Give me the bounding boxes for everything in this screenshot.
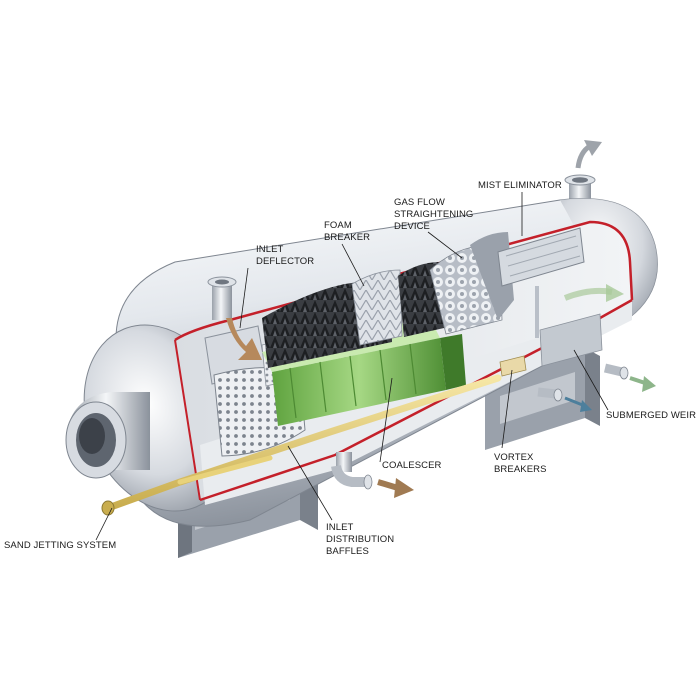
label-gas-flow-line1: GAS FLOW: [394, 197, 445, 208]
label-coalescer: COALESCER: [382, 460, 442, 471]
label-gas-flow-line2: STRAIGHTENING: [394, 209, 473, 220]
label-vortex-line1: VORTEX: [494, 452, 534, 463]
water-outlet-nozzle-2: [605, 367, 656, 392]
label-submerged-weir-text: SUBMERGED WEIR: [606, 410, 696, 421]
label-inlet-baffles-line3: BAFFLES: [326, 546, 369, 557]
label-inlet-distribution-baffles: INLET DISTRIBUTION BAFFLES: [326, 522, 394, 557]
label-foam-line2: BREAKER: [324, 232, 370, 243]
label-foam-breaker: FOAM BREAKER: [324, 220, 370, 243]
label-mist-eliminator-text: MIST ELIMINATOR: [478, 180, 562, 191]
label-vortex-line2: BREAKERS: [494, 464, 547, 475]
label-sand-jetting-system: SAND JETTING SYSTEM: [4, 540, 116, 551]
label-sand-jetting-text: SAND JETTING SYSTEM: [4, 540, 116, 551]
label-mist-eliminator: MIST ELIMINATOR: [478, 180, 562, 191]
front-inlet-nozzle: [66, 392, 150, 478]
inlet-nozzle: [208, 277, 236, 320]
label-gas-flow-line3: DEVICE: [394, 221, 430, 232]
label-inlet-baffles-line2: DISTRIBUTION: [326, 534, 394, 545]
label-inlet-deflector-line2: DEFLECTOR: [256, 256, 314, 267]
oil-outlet-arrow: [378, 478, 414, 498]
gas-outlet-arrow: [578, 140, 602, 168]
label-inlet-deflector-line1: INLET: [256, 244, 284, 255]
label-submerged-weir: SUBMERGED WEIR: [606, 410, 696, 421]
label-vortex-breakers: VORTEX BREAKERS: [494, 452, 547, 475]
label-coalescer-text: COALESCER: [382, 460, 442, 471]
label-inlet-baffles-line1: INLET: [326, 522, 354, 533]
label-foam-line1: FOAM: [324, 220, 352, 231]
